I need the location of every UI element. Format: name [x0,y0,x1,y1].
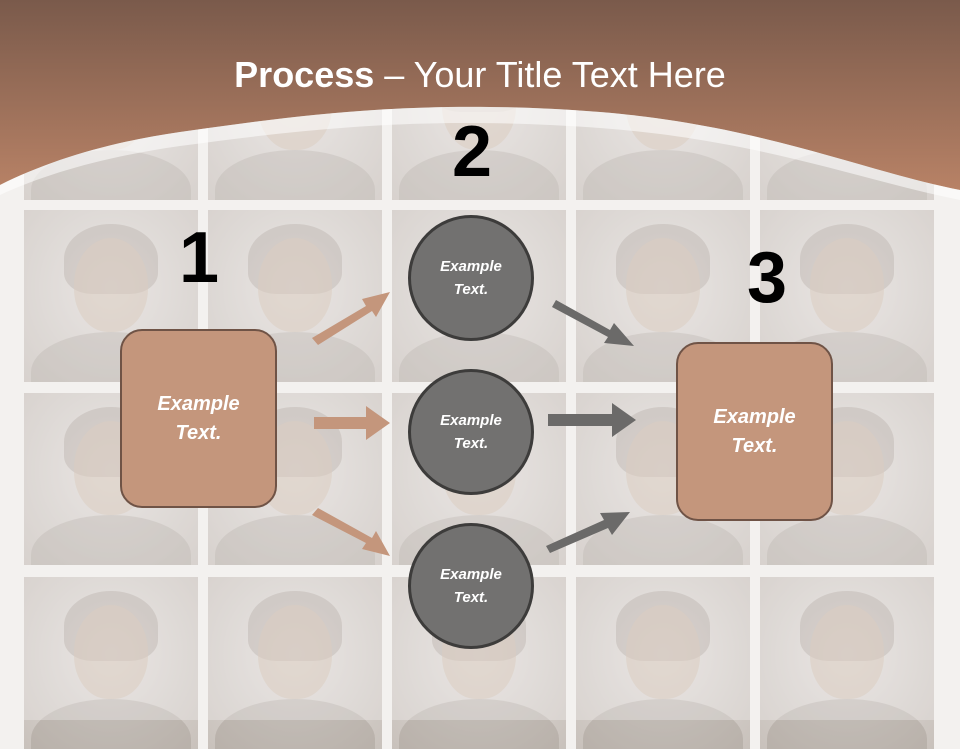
step1-text-line2: Text. [175,421,222,444]
step3-box-text: Example Text. [713,403,795,461]
circle-3: Example Text. [408,523,534,649]
circle-1-line2: Text. [453,281,489,298]
circle-2: Example Text. [408,369,534,495]
brown-arrows [312,292,390,556]
arrow-down-right-gray [552,300,634,346]
arrow-up-right-gray [546,512,630,553]
circle-3-line2: Text. [453,589,489,606]
step3-text-line1: Example [713,405,796,428]
circle-1-text: Example Text. [440,255,502,301]
arrow-down-right-brown [312,508,390,556]
title-bold: Process [234,54,375,95]
circle-2-line2: Text. [453,435,489,452]
arrow-up-right-brown [312,292,390,345]
step1-box: Example Text. [120,329,277,508]
header-curve-highlight [0,106,960,200]
circle-1: Example Text. [408,215,534,341]
title-rest: – Your Title Text Here [374,54,726,95]
circle-1-line1: Example [440,258,502,275]
step-number-1: 1 [178,218,220,298]
portrait-tile [576,210,750,382]
arrow-right-gray [548,403,636,437]
circle-2-text: Example Text. [440,409,502,455]
arrows-layer [312,292,636,556]
step1-text-line1: Example [157,392,240,415]
step-number-2: 2 [451,112,493,192]
gray-arrows [546,300,636,553]
circle-3-text: Example Text. [440,563,502,609]
header-band [0,0,960,200]
step3-box: Example Text. [676,342,833,521]
header-curve-shape [0,0,960,190]
step-number-3: 3 [746,238,788,318]
circle-2-line1: Example [440,412,502,429]
step1-box-text: Example Text. [157,390,239,448]
circle-3-line1: Example [440,566,502,583]
step3-text-line2: Text. [731,434,778,457]
arrow-right-brown [314,406,390,440]
slide-title: Process – Your Title Text Here [0,54,960,96]
